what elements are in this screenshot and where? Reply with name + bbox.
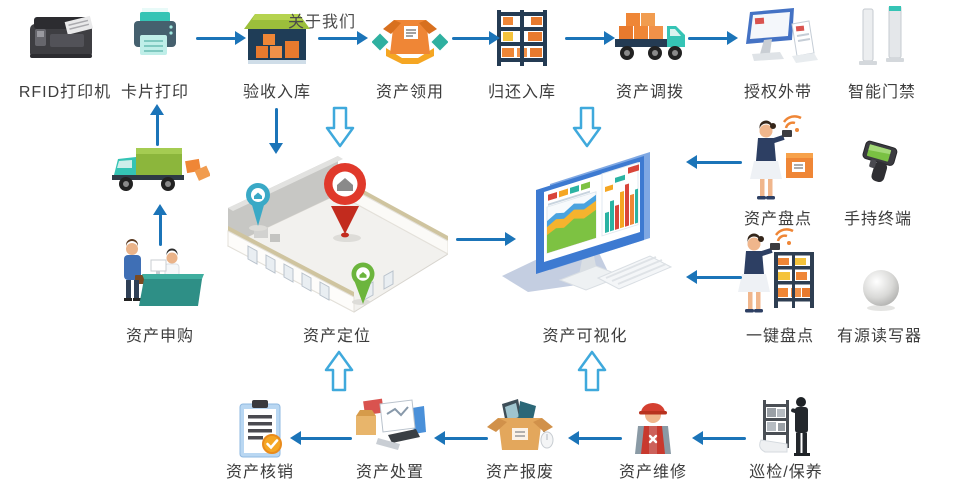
label-scrap: 资产报废 xyxy=(485,464,554,481)
takeout-monitor-icon xyxy=(736,8,820,66)
requisition-box-icon xyxy=(372,14,448,64)
arrow-return-to-transfer xyxy=(565,31,615,45)
label-inventory: 资产盘点 xyxy=(743,211,812,228)
hollow-arrow-down-to-locate xyxy=(325,106,355,148)
transfer-truck-icon xyxy=(613,12,687,62)
label-rfid-printer: RFID打印机 xyxy=(18,84,112,101)
writeoff-clipboard-icon xyxy=(234,398,286,460)
label-purchase: 资产申购 xyxy=(125,328,194,345)
label-locate: 资产定位 xyxy=(302,328,371,345)
label-inbound: 验收入库 xyxy=(242,84,311,101)
arrow-onekey-to-visualize xyxy=(686,270,742,284)
label-patrol: 巡检/保养 xyxy=(749,464,823,481)
label-card-print: 卡片打印 xyxy=(120,84,189,101)
hollow-arrow-up-to-locate xyxy=(324,350,354,392)
rfid-printer-icon xyxy=(28,10,98,64)
access-gate-icon xyxy=(855,6,909,68)
inbound-warehouse-icon xyxy=(244,12,310,68)
inventory-person-icon xyxy=(740,115,818,203)
label-access-gate: 智能门禁 xyxy=(847,84,916,101)
return-shelf-icon xyxy=(495,10,549,66)
hollow-arrow-down-to-visualize xyxy=(572,106,602,148)
arrow-requisition-to-return xyxy=(452,31,500,45)
label-writeoff: 资产核销 xyxy=(225,464,294,481)
arrow-repair-to-scrap xyxy=(568,431,622,445)
card-printer-icon xyxy=(132,8,178,62)
about-us-link[interactable]: 关于我们 xyxy=(288,14,357,31)
handheld-terminal-icon xyxy=(856,140,906,188)
arrow-patrol-to-repair xyxy=(692,431,746,445)
arrow-cardprint-to-inbound xyxy=(196,31,246,45)
arrow-scrap-to-disposal xyxy=(434,431,488,445)
arrow-inbound-to-locate xyxy=(269,108,283,154)
label-disposal: 资产处置 xyxy=(355,464,424,481)
disposal-icon xyxy=(354,398,426,454)
delivery-truck-icon xyxy=(110,142,210,194)
arrow-transfer-to-takeout xyxy=(688,31,738,45)
arrow-disposal-to-writeoff xyxy=(290,431,352,445)
visualize-monitor-dashboard xyxy=(498,140,673,295)
arrow-inbound-to-requisition xyxy=(318,31,368,45)
label-handheld: 手持终端 xyxy=(843,211,912,228)
arrow-truck-to-cardprint xyxy=(150,104,164,146)
hollow-arrow-up-to-visualize xyxy=(577,350,607,392)
reader-sphere-icon xyxy=(860,268,902,312)
label-visualize: 资产可视化 xyxy=(542,328,628,345)
scrap-box-icon xyxy=(484,398,556,454)
patrol-rack-person-icon xyxy=(755,392,817,458)
arrow-purchase-to-truck xyxy=(153,204,167,246)
label-takeout: 授权外带 xyxy=(743,84,812,101)
label-onekey: 一键盘点 xyxy=(745,328,814,345)
label-transfer: 资产调拨 xyxy=(615,84,684,101)
label-return-inbound: 归还入库 xyxy=(487,84,556,101)
locate-warehouse-3d xyxy=(226,154,448,316)
arrow-inventory-to-visualize xyxy=(686,155,742,169)
repair-worker-icon xyxy=(630,398,676,458)
label-repair: 资产维修 xyxy=(618,464,687,481)
arrow-locate-to-visualize xyxy=(456,232,516,246)
label-reader: 有源读写器 xyxy=(836,328,922,345)
onekey-person-shelf-icon xyxy=(736,228,818,316)
label-requisition: 资产领用 xyxy=(375,84,444,101)
purchase-desk-icon xyxy=(114,238,206,310)
